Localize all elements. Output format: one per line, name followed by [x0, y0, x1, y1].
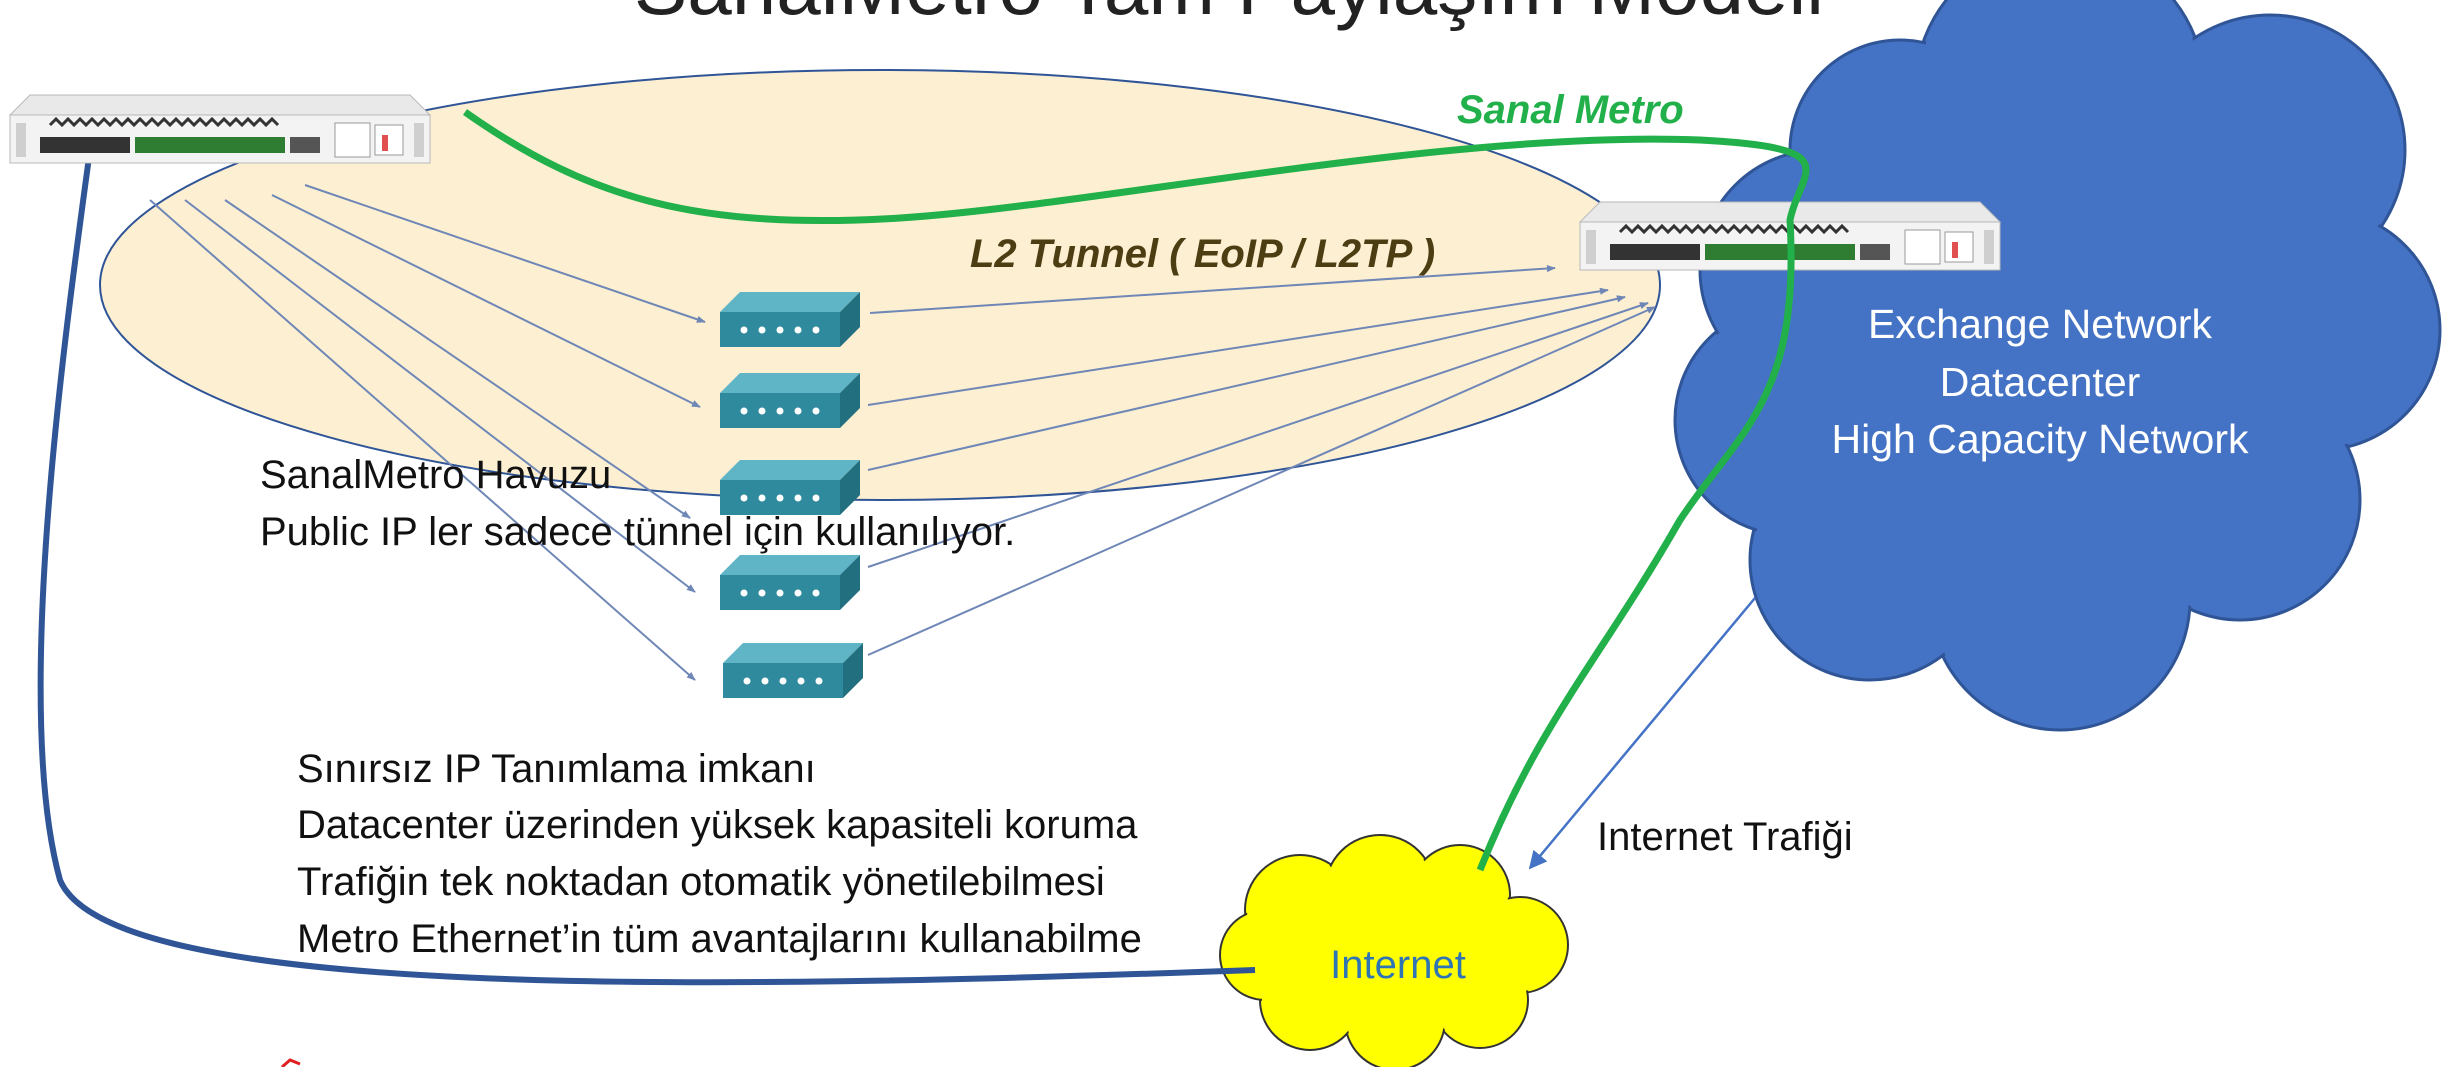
internet-traffic-arrow — [1528, 597, 1756, 870]
switch-icon — [720, 555, 860, 610]
feature-item: Metro Ethernet’in tüm avantajlarını kull… — [297, 917, 1142, 961]
switch-icon — [720, 292, 860, 347]
internet-label: Internet — [1330, 943, 1466, 987]
switch-icon — [723, 643, 863, 698]
feature-item: Sınırsız IP Tanımlama imkanı — [297, 747, 816, 791]
cloud-label-2: Datacenter — [1940, 359, 2141, 405]
sanal-metro-link — [462, 109, 1810, 872]
cloud-label-1: Exchange Network — [1868, 301, 2213, 347]
switch-icon — [720, 373, 860, 428]
cloud-label-3: High Capacity Network — [1832, 416, 2249, 462]
switch-icon — [720, 460, 860, 515]
internet-traffic-label: Internet Trafiği — [1597, 815, 1853, 859]
fan-arrows — [149, 184, 706, 681]
pool-title: SanalMetro Havuzu — [260, 453, 611, 497]
l2-tunnel-label: L2 Tunnel ( EoIP / L2TP ) — [970, 232, 1435, 276]
page-title: SanalMetro Tam Paylaşım Modeli — [634, 0, 1824, 31]
tunnel-arrows — [867, 264, 1656, 656]
feature-item: Trafiğin tek noktadan otomatik yönetileb… — [297, 860, 1105, 904]
pool-description: Public IP ler sadece tünnel için kullanı… — [260, 510, 1015, 554]
sanal-metro-label: Sanal Metro — [1457, 88, 1684, 132]
red-mark — [281, 1058, 301, 1067]
metro-ethernet-link — [37, 134, 1256, 986]
router-icon — [8, 93, 432, 165]
sanalmetro-pool — [99, 69, 1661, 501]
feature-item: Datacenter üzerinden yüksek kapasiteli k… — [297, 803, 1138, 847]
